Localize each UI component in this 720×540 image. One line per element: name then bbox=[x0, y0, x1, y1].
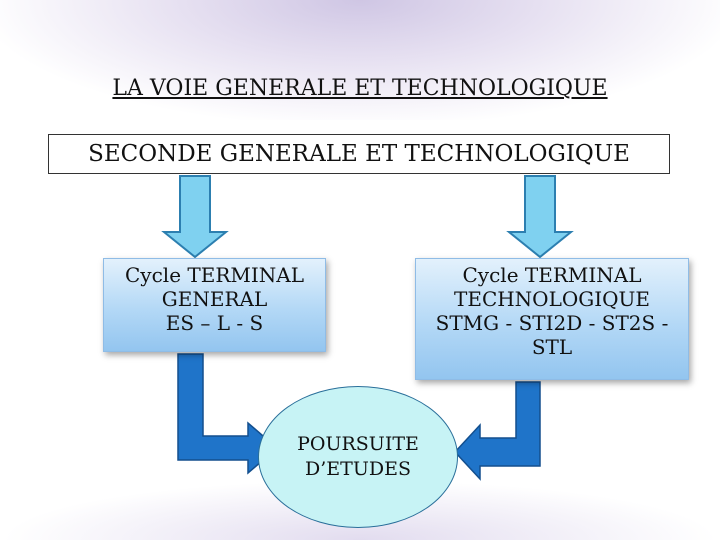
cycle-techno-line4: STL bbox=[531, 335, 573, 359]
cycle-terminal-techno-box: Cycle TERMINAL TECHNOLOGIQUE STMG - STI2… bbox=[415, 258, 689, 380]
cycle-techno-line3: STMG - STI2D - ST2S - bbox=[435, 311, 669, 335]
outcome-line1: POURSUITE bbox=[297, 433, 419, 455]
seconde-label: SECONDE GENERALE ET TECHNOLOGIQUE bbox=[88, 141, 630, 167]
page-title: LA VOIE GENERALE ET TECHNOLOGIQUE bbox=[112, 76, 608, 101]
down-arrow-right bbox=[506, 175, 574, 259]
bent-arrow-right bbox=[453, 381, 541, 481]
cycle-techno-line2: TECHNOLOGIQUE bbox=[454, 287, 650, 311]
cycle-general-line3: ES – L - S bbox=[165, 311, 264, 335]
down-arrow-left bbox=[161, 175, 229, 259]
cycle-general-line1: Cycle TERMINAL bbox=[125, 263, 304, 287]
outcome-line2: D’ETUDES bbox=[305, 458, 411, 480]
cycle-general-line2: GENERAL bbox=[161, 287, 268, 311]
cycle-terminal-general-box: Cycle TERMINAL GENERAL ES – L - S bbox=[103, 258, 326, 352]
poursuite-etudes-ellipse: POURSUITE D’ETUDES bbox=[258, 386, 458, 528]
background-glow-top bbox=[0, 0, 720, 120]
cycle-techno-line1: Cycle TERMINAL bbox=[462, 263, 642, 287]
seconde-box: SECONDE GENERALE ET TECHNOLOGIQUE bbox=[48, 134, 670, 174]
